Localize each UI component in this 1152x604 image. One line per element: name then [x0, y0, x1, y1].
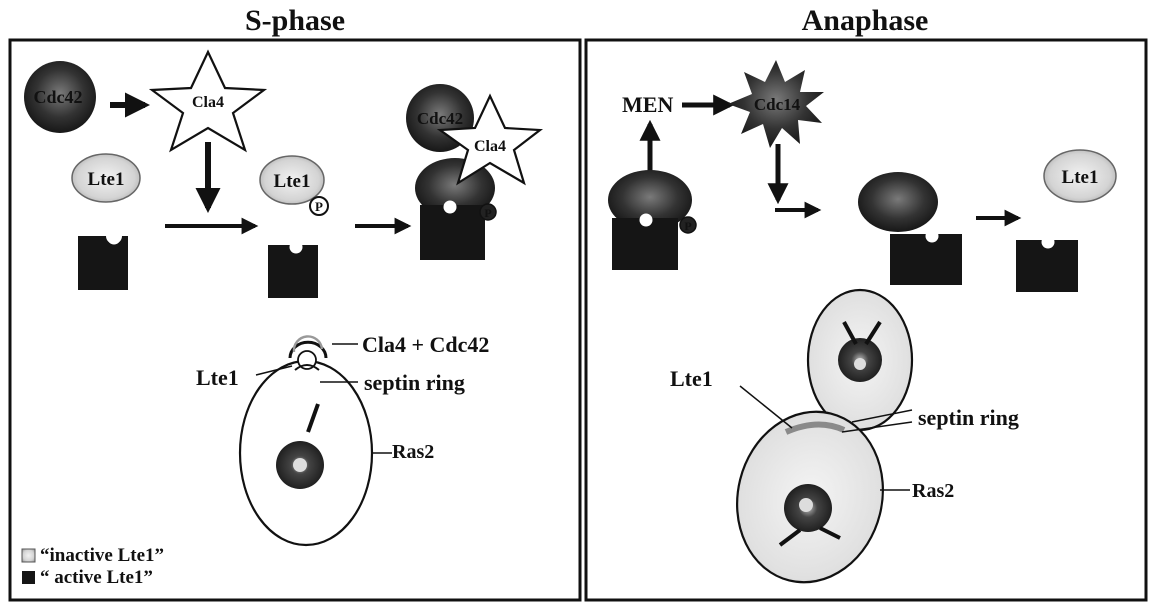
label-cla4-cdc42: Cla4 + Cdc42 [362, 332, 489, 357]
cdc14-label: Cdc14 [754, 95, 801, 114]
label-ras2-right: Ras2 [912, 480, 954, 502]
ras2-receptor-left [78, 232, 128, 291]
legend-active-swatch [22, 571, 35, 584]
cdc42-label: Cdc42 [34, 87, 83, 107]
lte1-label: Lte1 [274, 171, 311, 192]
label-septin-ring-right: septin ring [918, 405, 1019, 430]
anaphase-daughter-cell [808, 290, 912, 430]
lte1-inactive-left: Lte1 [72, 154, 140, 202]
phospho-label: P [315, 199, 323, 214]
leader-lte1-right [740, 386, 792, 428]
legend-active-label: “ active Lte1” [40, 567, 153, 588]
phospho-label: P [484, 206, 491, 220]
cdc14-protein: Cdc14 [728, 60, 824, 148]
label-lte1-right: Lte1 [670, 366, 713, 391]
phospho-label: P [684, 219, 691, 233]
legend: “inactive Lte1” “ active Lte1” [22, 545, 164, 588]
s-phase-budding-cell [240, 336, 372, 545]
lte1-inactive-released: Lte1 [1044, 150, 1116, 202]
label-ras2-left: Ras2 [392, 441, 434, 463]
ras2-receptor-right [1016, 236, 1078, 293]
label-septin-ring-left: septin ring [364, 370, 465, 395]
cdc42-label: Cdc42 [417, 109, 463, 128]
lte1-dephosphorylated-complex [858, 172, 962, 285]
lte1-label: Lte1 [88, 169, 125, 190]
cdc42-cla4-lte1-complex: Cdc42 P Cla4 [406, 84, 540, 260]
ras2-receptor-middle [268, 241, 318, 299]
lte1-active-complex: P [608, 170, 696, 270]
legend-inactive-swatch [22, 549, 35, 562]
legend-inactive-label: “inactive Lte1” [40, 545, 164, 566]
lte1-label: Lte1 [1062, 167, 1099, 188]
cla4-label: Cla4 [192, 94, 224, 111]
cla4-label: Cla4 [474, 138, 506, 155]
label-men: MEN [622, 92, 673, 117]
label-lte1-left: Lte1 [196, 365, 239, 390]
lte1-phosphorylated: Lte1 P [260, 156, 328, 215]
cla4-protein: Cla4 [152, 52, 264, 150]
cdc42-protein: Cdc42 [24, 61, 96, 133]
